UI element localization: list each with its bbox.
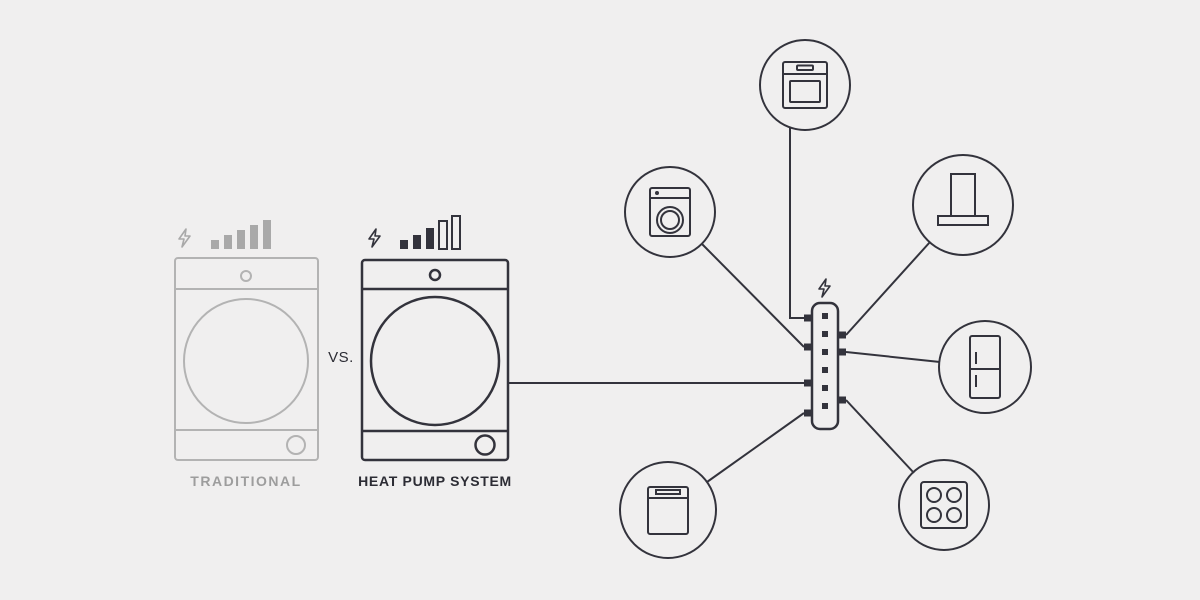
drum-door — [183, 298, 309, 424]
node-circle — [619, 461, 717, 559]
heat-pump-label: HEAT PUMP SYSTEM — [358, 473, 512, 489]
filter-knob — [286, 435, 306, 455]
washing-machine-icon — [649, 187, 691, 237]
power-strip-sockets — [822, 313, 828, 409]
vs-label: VS. — [328, 349, 354, 366]
power-button — [428, 268, 442, 282]
lightning-bolt-icon — [368, 228, 381, 248]
dishwasher-icon — [647, 486, 689, 535]
heat-pump-dryer: HEAT PUMP SYSTEM — [358, 215, 512, 489]
node-circle — [624, 166, 716, 258]
wire-oven — [789, 127, 804, 319]
node-dishwasher — [619, 461, 717, 559]
node-range-hood — [912, 154, 1014, 256]
range-hood-icon — [937, 173, 989, 226]
wire-dishwasher — [706, 412, 805, 483]
node-cooktop — [898, 459, 990, 551]
node-circle — [898, 459, 990, 551]
drum-door — [369, 295, 501, 427]
node-circle — [759, 39, 851, 131]
wire-refrigerator — [845, 351, 941, 363]
wire-washing-machine — [701, 243, 805, 348]
lightning-bolt-icon — [178, 228, 191, 248]
node-circle — [938, 320, 1032, 414]
traditional-label: TRADITIONAL — [190, 473, 301, 489]
power-strip-icon — [804, 278, 846, 431]
energy-bars-icon — [400, 215, 461, 250]
wire-cooktop — [845, 399, 915, 474]
oven-icon — [782, 61, 828, 109]
connection-wires — [508, 127, 941, 483]
wire-range-hood — [845, 241, 931, 336]
node-oven — [759, 39, 851, 131]
refrigerator-icon — [969, 335, 1001, 399]
plug-connectors — [804, 314, 846, 417]
strip-body — [810, 301, 840, 431]
dryer-body — [360, 258, 510, 462]
node-circle — [912, 154, 1014, 256]
cooktop-icon — [920, 481, 968, 529]
dryer-body — [174, 257, 319, 461]
energy-bars-icon — [211, 220, 271, 249]
power-button — [240, 270, 252, 282]
lightning-bolt-icon — [818, 278, 831, 298]
node-washing-machine — [624, 166, 716, 258]
node-refrigerator — [938, 320, 1032, 414]
filter-knob — [474, 434, 496, 456]
traditional-dryer: TRADITIONAL — [174, 220, 319, 489]
